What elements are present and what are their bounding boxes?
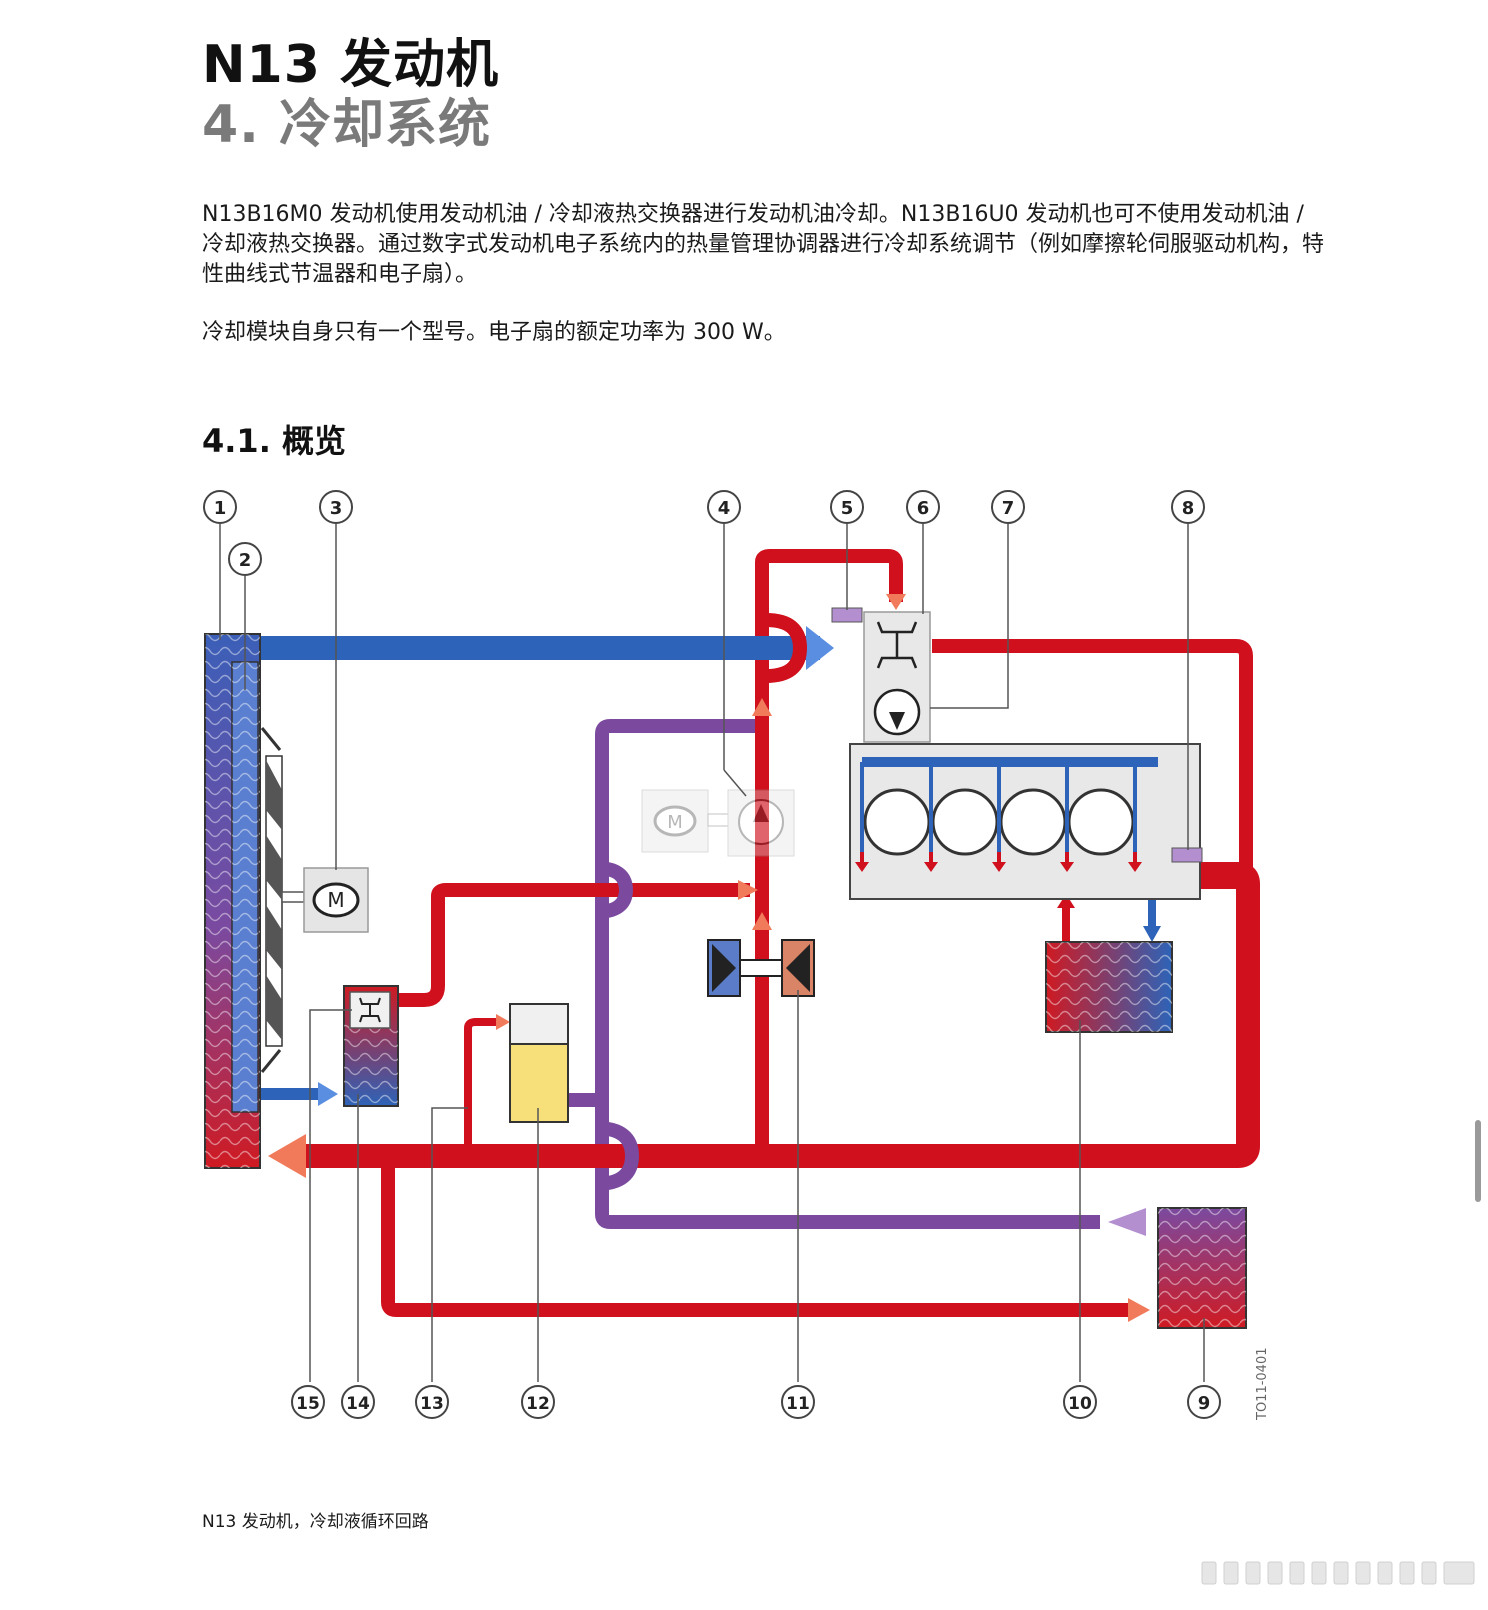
callout-3: 3 (319, 490, 353, 524)
hot-pipe (464, 1018, 500, 1150)
electric-fan (260, 727, 305, 1073)
temperature-sensor (1171, 847, 1203, 863)
motor-label: M (327, 888, 344, 912)
expansion-tank-air (509, 1003, 569, 1045)
figure-caption: N13 发动机，冷却液循环回路 (202, 1512, 429, 1532)
flow-arrow (318, 1082, 338, 1106)
flow-arrow (496, 1014, 510, 1030)
callout-7: 7 (991, 490, 1025, 524)
flow-arrow (738, 880, 758, 900)
flow-arrow (1143, 926, 1161, 942)
hot-pipe (398, 883, 750, 1007)
svg-text:5: 5 (841, 498, 854, 519)
watermark-logo (1201, 1561, 1475, 1585)
callout-2: 2 (228, 542, 262, 576)
hot-pipe (932, 639, 1253, 874)
page-subtitle: 4. 冷却系统 (202, 95, 492, 155)
callout-8: 8 (1171, 490, 1205, 524)
electric-coolant-pump: M (641, 789, 795, 857)
radiator-texture (1046, 942, 1172, 1032)
body-paragraph: N13B16M0 发动机使用发动机油 / 冷却液热交换器进行发动机油冷却。N13… (202, 202, 1325, 287)
thermostat-heater-pointer (889, 712, 905, 730)
pipe-crossover (595, 861, 634, 919)
page-title: N13 发动机 (202, 35, 499, 95)
svg-text:3: 3 (330, 498, 343, 519)
mechanical-coolant-pump (707, 939, 815, 997)
pipe-crossover (765, 613, 808, 683)
hot-pipe (381, 1166, 1128, 1317)
engine-cylinders (863, 788, 1135, 856)
flow-arrow (268, 1134, 306, 1178)
callout-6: 6 (906, 490, 940, 524)
radiator-texture (232, 662, 258, 1112)
temperature-sensor (831, 607, 863, 623)
flow-arrow (886, 594, 906, 610)
callout-15: 15 (291, 1385, 325, 1419)
flow-arrow (855, 862, 1142, 872)
return-pipe (595, 719, 1100, 1229)
hot-pipe (755, 549, 903, 1150)
callout-14: 14 (341, 1385, 375, 1419)
svg-text:8: 8 (1182, 498, 1195, 519)
flow-arrow (1057, 894, 1075, 908)
callout-13: 13 (415, 1385, 449, 1419)
engine-coolant-channels (860, 762, 1137, 866)
image-code: TO11-0401 (1255, 1348, 1270, 1422)
svg-text:M: M (667, 812, 683, 833)
radiator-texture (344, 1020, 398, 1106)
svg-text:7: 7 (1002, 498, 1015, 519)
callout-10: 10 (1063, 1385, 1097, 1419)
flow-arrow (752, 912, 772, 930)
callout-1: 1 (203, 490, 237, 524)
flow-arrow (752, 698, 772, 716)
svg-text:9: 9 (1198, 1393, 1211, 1414)
hot-pipe (305, 862, 1260, 1168)
svg-text:6: 6 (917, 498, 930, 519)
flow-arrow (1128, 1298, 1150, 1322)
thermostat-symbol (876, 621, 918, 669)
flow-arrow (1108, 1208, 1146, 1236)
callout-9: 9 (1187, 1385, 1221, 1419)
thermostat-symbol (359, 997, 381, 1023)
svg-text:1: 1 (214, 498, 227, 519)
svg-text:12: 12 (526, 1394, 550, 1414)
callout-11: 11 (781, 1385, 815, 1419)
svg-text:10: 10 (1068, 1394, 1092, 1414)
svg-text:4: 4 (718, 498, 731, 519)
flow-arrow (806, 626, 834, 670)
callout-leader-lines (219, 524, 1205, 1382)
section-heading: 4.1. 概览 (202, 422, 346, 460)
callout-5: 5 (830, 490, 864, 524)
pipe-crossover (595, 1121, 640, 1191)
svg-text:15: 15 (296, 1394, 320, 1414)
svg-text:11: 11 (786, 1394, 810, 1414)
callout-12: 12 (521, 1385, 555, 1419)
svg-text:14: 14 (346, 1394, 370, 1414)
svg-text:2: 2 (239, 550, 252, 571)
svg-text:13: 13 (420, 1394, 444, 1414)
body-paragraph: 冷却模块自身只有一个型号。电子扇的额定功率为 300 W。 (202, 320, 786, 345)
callout-4: 4 (707, 490, 741, 524)
motor-symbol (312, 882, 360, 918)
radiator-texture (1158, 1208, 1246, 1328)
scrollbar[interactable] (1475, 1120, 1481, 1202)
